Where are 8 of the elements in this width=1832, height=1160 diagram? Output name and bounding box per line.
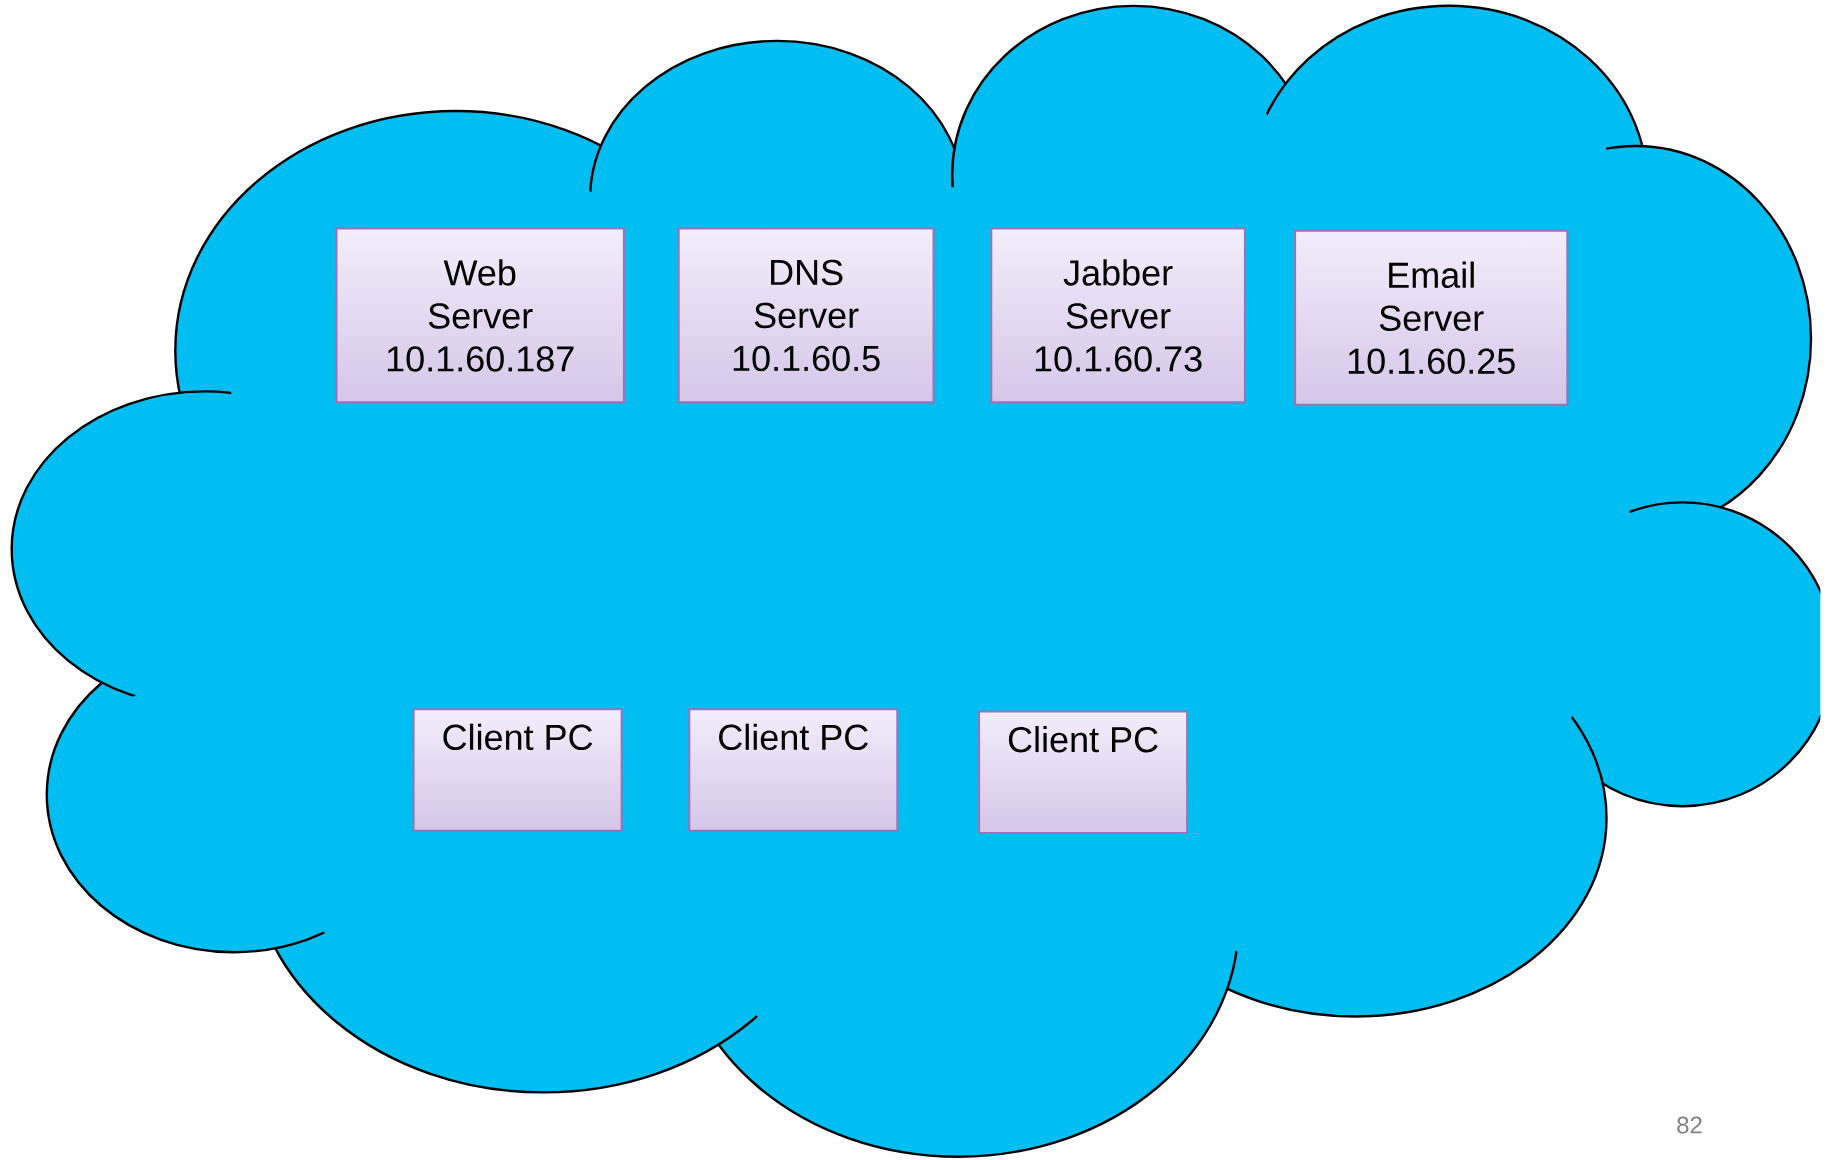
server-box: Client PC <box>412 708 623 832</box>
server-box: Web Server 10.1.60.187 <box>335 227 625 404</box>
page-number: 82 <box>1677 1116 1702 1134</box>
server-box: Client PC <box>688 708 899 832</box>
server-box: Client PC <box>978 710 1189 835</box>
server-box: Email Server 10.1.60.25 <box>1294 229 1569 406</box>
server-box: Jabber Server 10.1.60.73 <box>990 227 1246 404</box>
server-box: DNS Server 10.1.60.5 <box>677 227 935 404</box>
